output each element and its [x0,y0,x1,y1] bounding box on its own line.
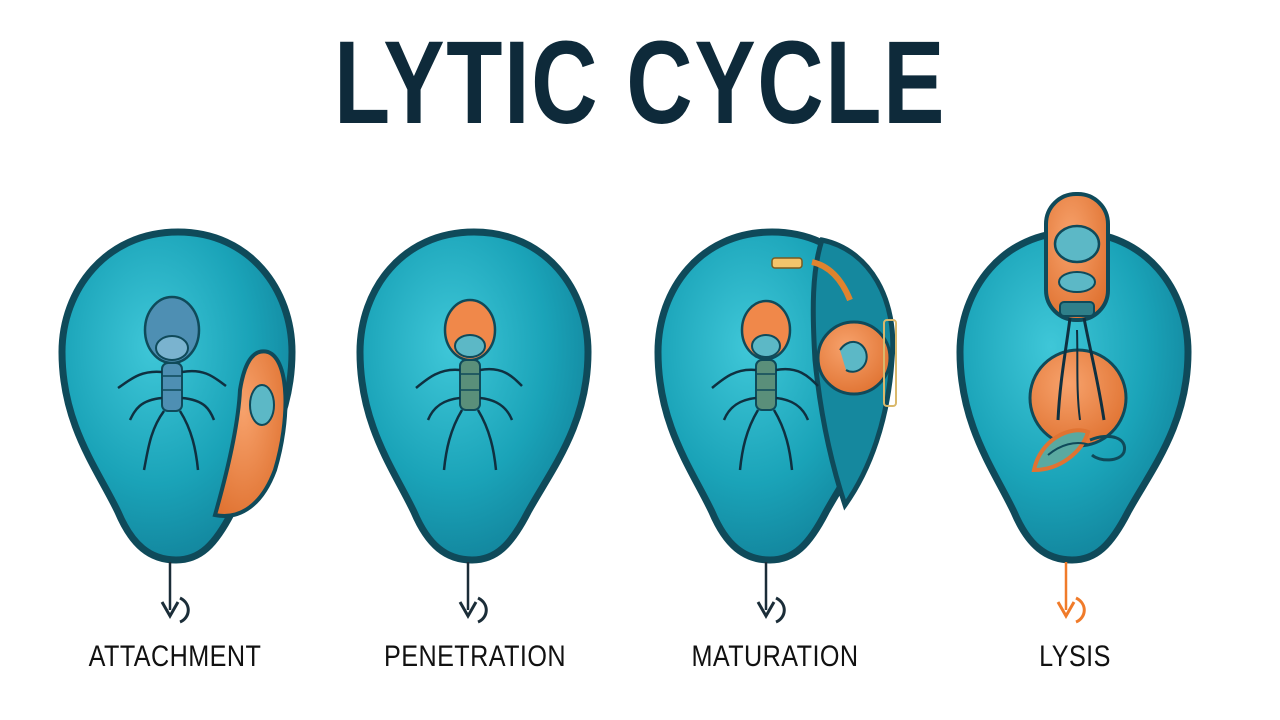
stage-label-attachment: ATTACHMENT [88,640,262,673]
cell-lysis [956,192,1192,564]
arrow-penetration [458,562,488,624]
stage-label-maturation: MATURATION [691,640,859,673]
phage-icon [117,295,227,471]
cell-attachment [58,228,296,564]
stage-label-lysis: LYSIS [1039,640,1111,673]
diagram-title: LYTIC CYCLE [333,17,947,149]
cell-penetration [356,228,592,564]
arrow-attachment [160,562,190,624]
cell-maturation [654,228,897,564]
phage-icon [415,298,523,471]
arrow-maturation [756,562,786,624]
phage-icon [711,299,819,471]
arrow-lysis [1056,562,1086,624]
stage-label-penetration: PENETRATION [384,640,566,673]
